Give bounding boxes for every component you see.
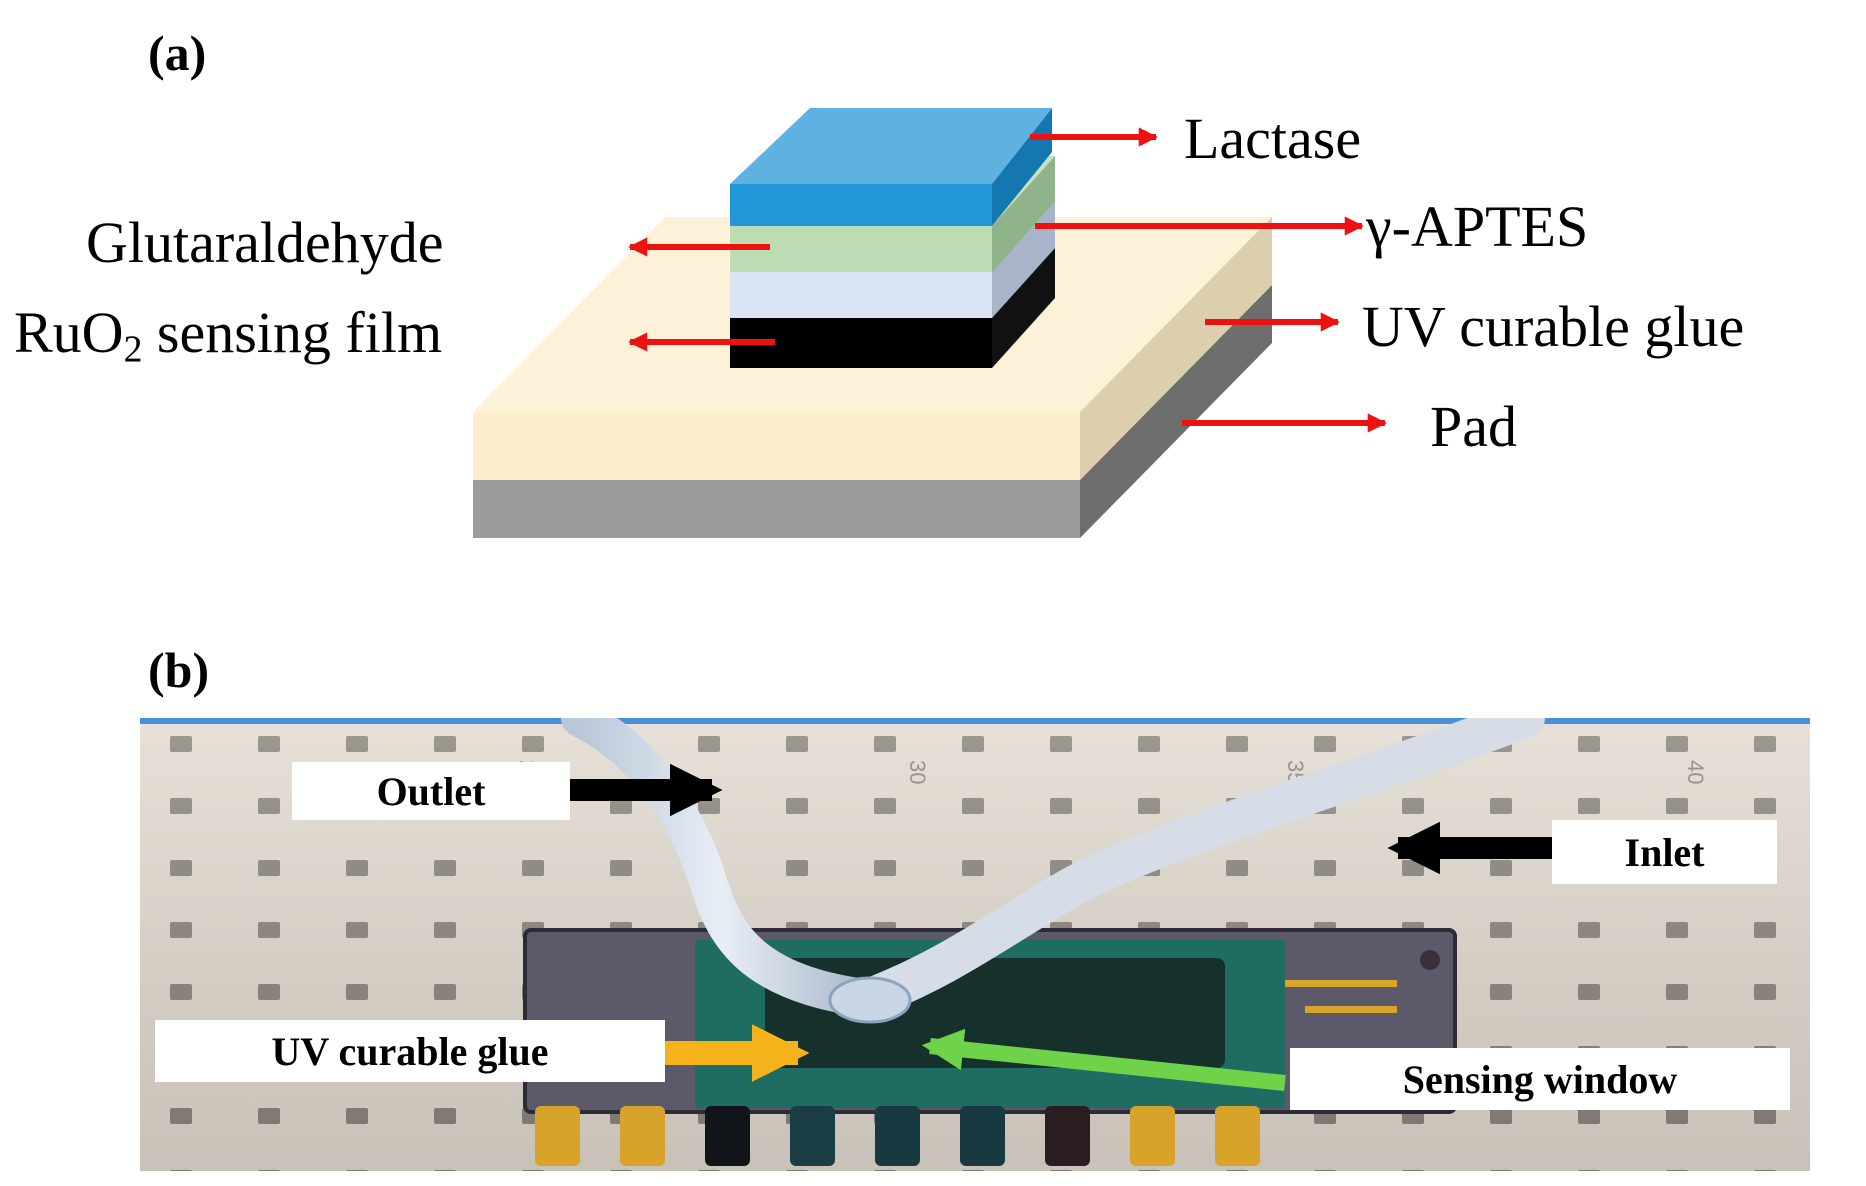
layer-stack-diagram: [473, 108, 1387, 538]
panel-a-label: (a): [148, 25, 207, 81]
uv-glue-callout: UV curable glue: [155, 1020, 665, 1082]
pad-layer: [473, 285, 1272, 538]
panel-b-label: (b): [148, 642, 210, 698]
ruo2-subscript: 2: [123, 328, 143, 371]
pad-label: Pad: [1430, 394, 1517, 459]
board-number-40: 40: [1683, 760, 1708, 784]
sensing-window-arrow: [921, 1028, 1286, 1091]
glutaraldehyde-label: Glutaraldehyde: [86, 210, 444, 275]
lactase-label: Lactase: [1184, 106, 1362, 171]
board-number-30: 30: [905, 760, 930, 784]
ruo2-suffix: sensing film: [142, 300, 443, 365]
ruo2-prefix: RuO: [14, 300, 124, 365]
lactase-layer: [730, 108, 1052, 226]
glue-joint: [828, 976, 912, 1024]
aptes-label: γ-APTES: [1366, 194, 1589, 259]
outlet-tube: [561, 718, 884, 1017]
inlet-callout: Inlet: [1552, 820, 1777, 884]
uv-glue-label: UV curable glue: [1362, 294, 1745, 359]
sensing-window-callout: Sensing window: [1290, 1048, 1790, 1110]
ruo2-label: RuO2 sensing film: [14, 304, 442, 369]
chip-pins: [535, 1106, 1260, 1166]
inlet-tube: [845, 718, 1545, 1020]
outlet-callout: Outlet: [292, 762, 570, 820]
